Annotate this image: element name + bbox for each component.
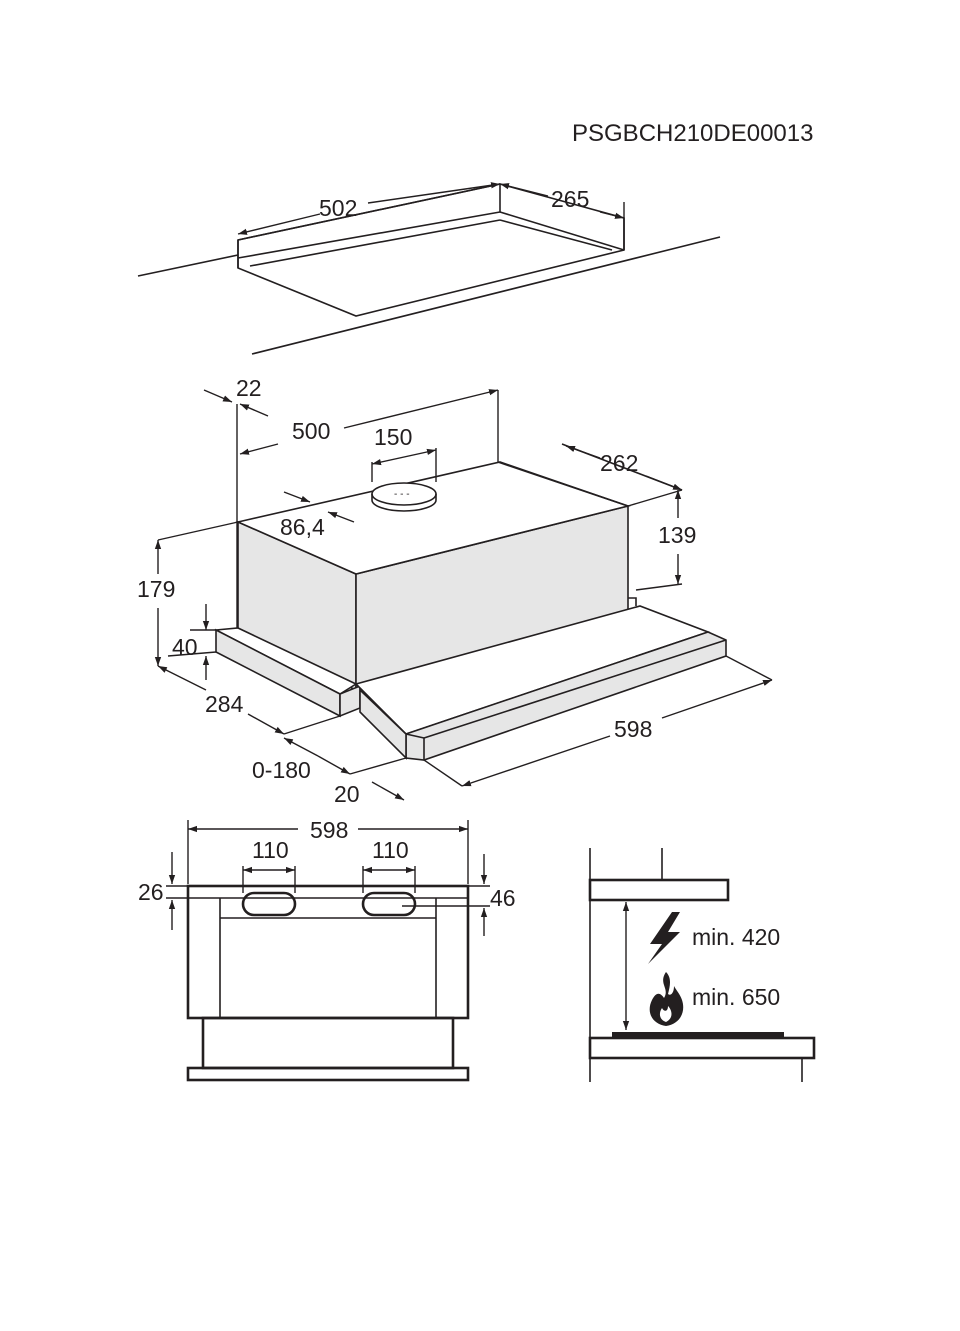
tray-height-label: 40 xyxy=(172,634,198,660)
body-height-label: 139 xyxy=(658,522,696,548)
body-depth-label: 262 xyxy=(600,450,638,476)
cutout-drawing xyxy=(137,182,721,355)
hood-iso-drawing: - - - xyxy=(154,389,773,801)
clearance-electric-label: min. 420 xyxy=(692,924,780,950)
extension-label: 0-180 xyxy=(252,757,311,783)
duct-diameter-label: 150 xyxy=(374,424,412,450)
total-width-label: 598 xyxy=(614,716,652,742)
front-view-drawing xyxy=(166,820,490,1082)
spigot-marks: - - - xyxy=(394,489,410,500)
duct-offset-label: 86,4 xyxy=(280,514,325,540)
lightning-icon xyxy=(648,912,680,964)
slot-left-label: 110 xyxy=(252,837,289,863)
clearance-drawing xyxy=(588,848,816,1082)
cutout-depth-label: 265 xyxy=(551,186,589,212)
offset-left-label: 26 xyxy=(138,879,164,905)
tray-depth-label: 284 xyxy=(205,691,244,717)
flame-icon xyxy=(649,972,684,1026)
front-width-label: 598 xyxy=(310,817,348,843)
hood-rear-offset-label: 22 xyxy=(236,375,262,401)
cutout-width-label: 502 xyxy=(319,195,357,221)
offset-right-label: 46 xyxy=(490,885,516,911)
front-lip-label: 20 xyxy=(334,781,360,807)
hood-top-width-label: 500 xyxy=(292,418,330,444)
clearance-gas-label: min. 650 xyxy=(692,984,780,1010)
total-height-label: 179 xyxy=(137,576,175,602)
document-code: PSGBCH210DE00013 xyxy=(572,120,813,147)
slot-right-label: 110 xyxy=(372,837,409,863)
